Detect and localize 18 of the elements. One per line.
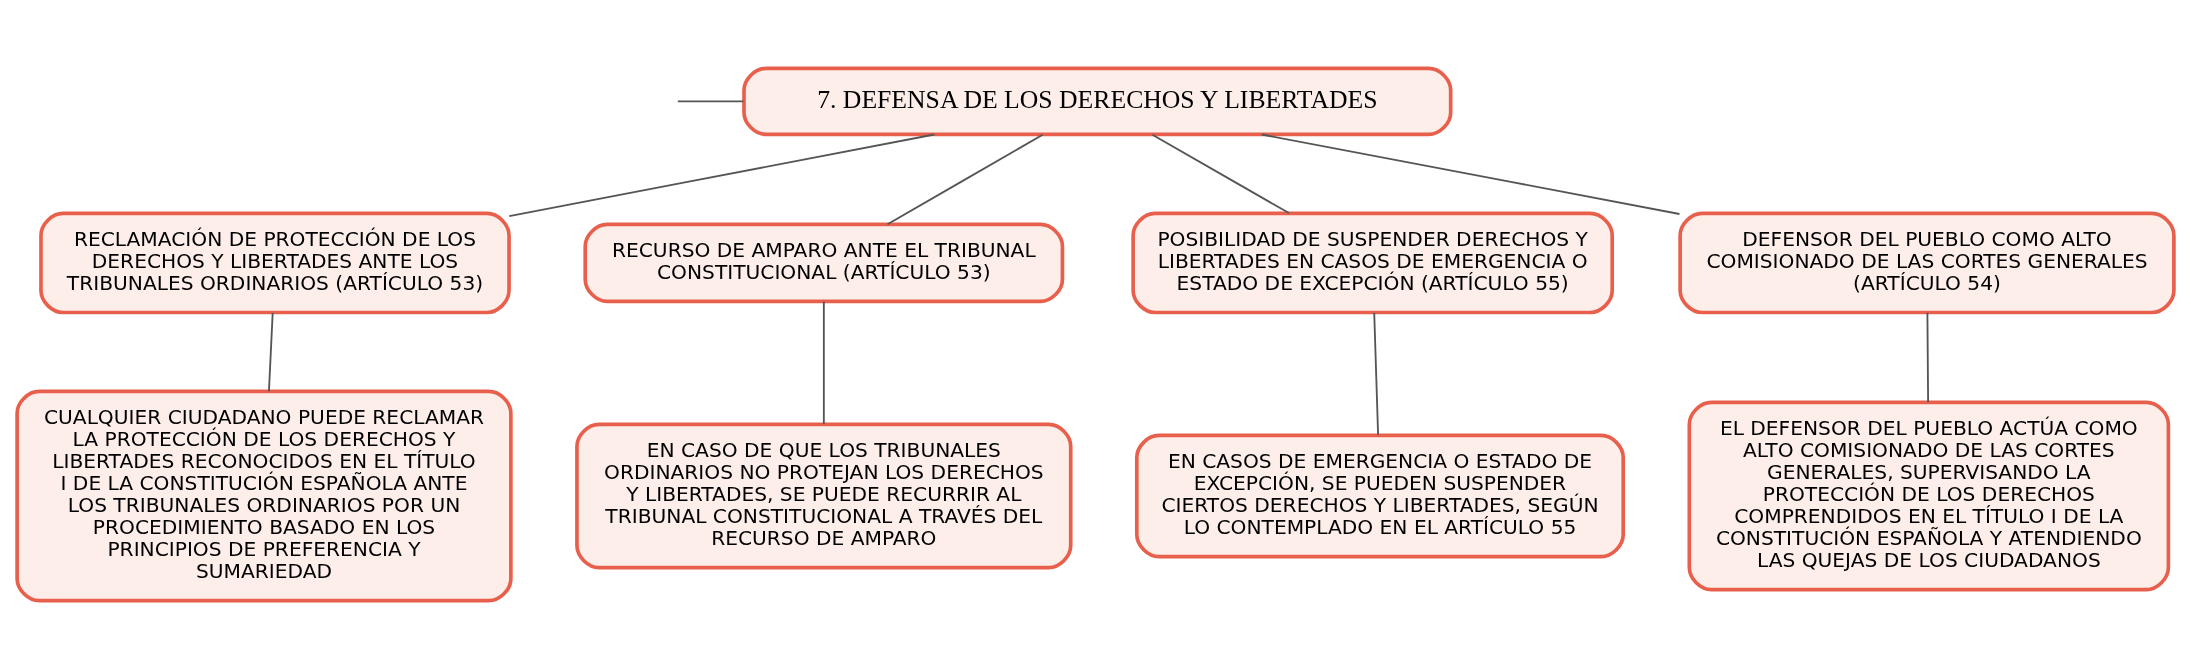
node-box: RECURSO DE AMPARO ANTE EL TRIBUNAL CONSTITUCIONAL (ARTÍCULO 53) xyxy=(583,222,1065,304)
connector xyxy=(822,300,825,425)
node-box: EN CASOS DE EMERGENCIA O ESTADO DE EXCEPCIÓN, SE PUEDEN SUSPENDER CIERTOS DERECHOS Y LIBERTADES, SEGÚN LO CONTEMPLADO EN EL ARTÍCULO 55 xyxy=(1134,433,1626,559)
connector xyxy=(886,133,1044,226)
node-box: CUALQUIER CIUDADANO PUEDE RECLAMAR LA PROTECCIÓN DE LOS DERECHOS Y LIBERTADES RECONOCIDOS EN EL TÍTULO I DE LA CONSTITUCIÓN ESPAÑOLA ANTE LOS TRIBUNALES ORDINARIOS POR UN PROCEDIMIENTO BASADO EN LOS PRINCIPIOS DE PREFERENCIA Y SUMARIEDAD xyxy=(15,389,513,603)
connector xyxy=(1926,311,1930,404)
connector xyxy=(676,100,745,103)
node-box: DEFENSOR DEL PUEBLO COMO ALTO COMISIONADO DE LAS CORTES GENERALES (ARTÍCULO 54) xyxy=(1678,211,2176,315)
connector xyxy=(1373,311,1379,436)
node-box: EL DEFENSOR DEL PUEBLO ACTÚA COMO ALTO COMISIONADO DE LAS CORTES GENERALES, SUPERVISANDO LA PROTECCIÓN DE LOS DERECHOS COMPRENDIDOS EN EL TÍTULO I DE LA CONSTITUCIÓN ESPAÑOLA Y ATENDIENDO LAS QUEJAS DE LOS CIUDADANOS xyxy=(1687,400,2171,592)
connector xyxy=(268,311,274,393)
node-box: RECLAMACIÓN DE PROTECCIÓN DE LOS DERECHOS Y LIBERTADES ANTE LOS TRIBUNALES ORDINARIOS (ARTÍCULO 53) xyxy=(39,211,511,315)
connector xyxy=(1151,133,1290,214)
node-box: EN CASO DE QUE LOS TRIBUNALES ORDINARIOS NO PROTEJAN LOS DERECHOS Y LIBERTADES, SE PUEDE RECURRIR AL TRIBUNAL CONSTITUCIONAL A TRAVÉS DEL RECURSO DE AMPARO xyxy=(575,422,1073,570)
connector xyxy=(508,133,936,218)
connector xyxy=(1260,133,1681,215)
node-box: POSIBILIDAD DE SUSPENDER DERECHOS Y LIBERTADES EN CASOS DE EMERGENCIA O ESTADO DE EXCEPCIÓN (ARTÍCULO 55) xyxy=(1131,211,1615,315)
node-box: 7. DEFENSA DE LOS DERECHOS Y LIBERTADES xyxy=(742,66,1453,137)
